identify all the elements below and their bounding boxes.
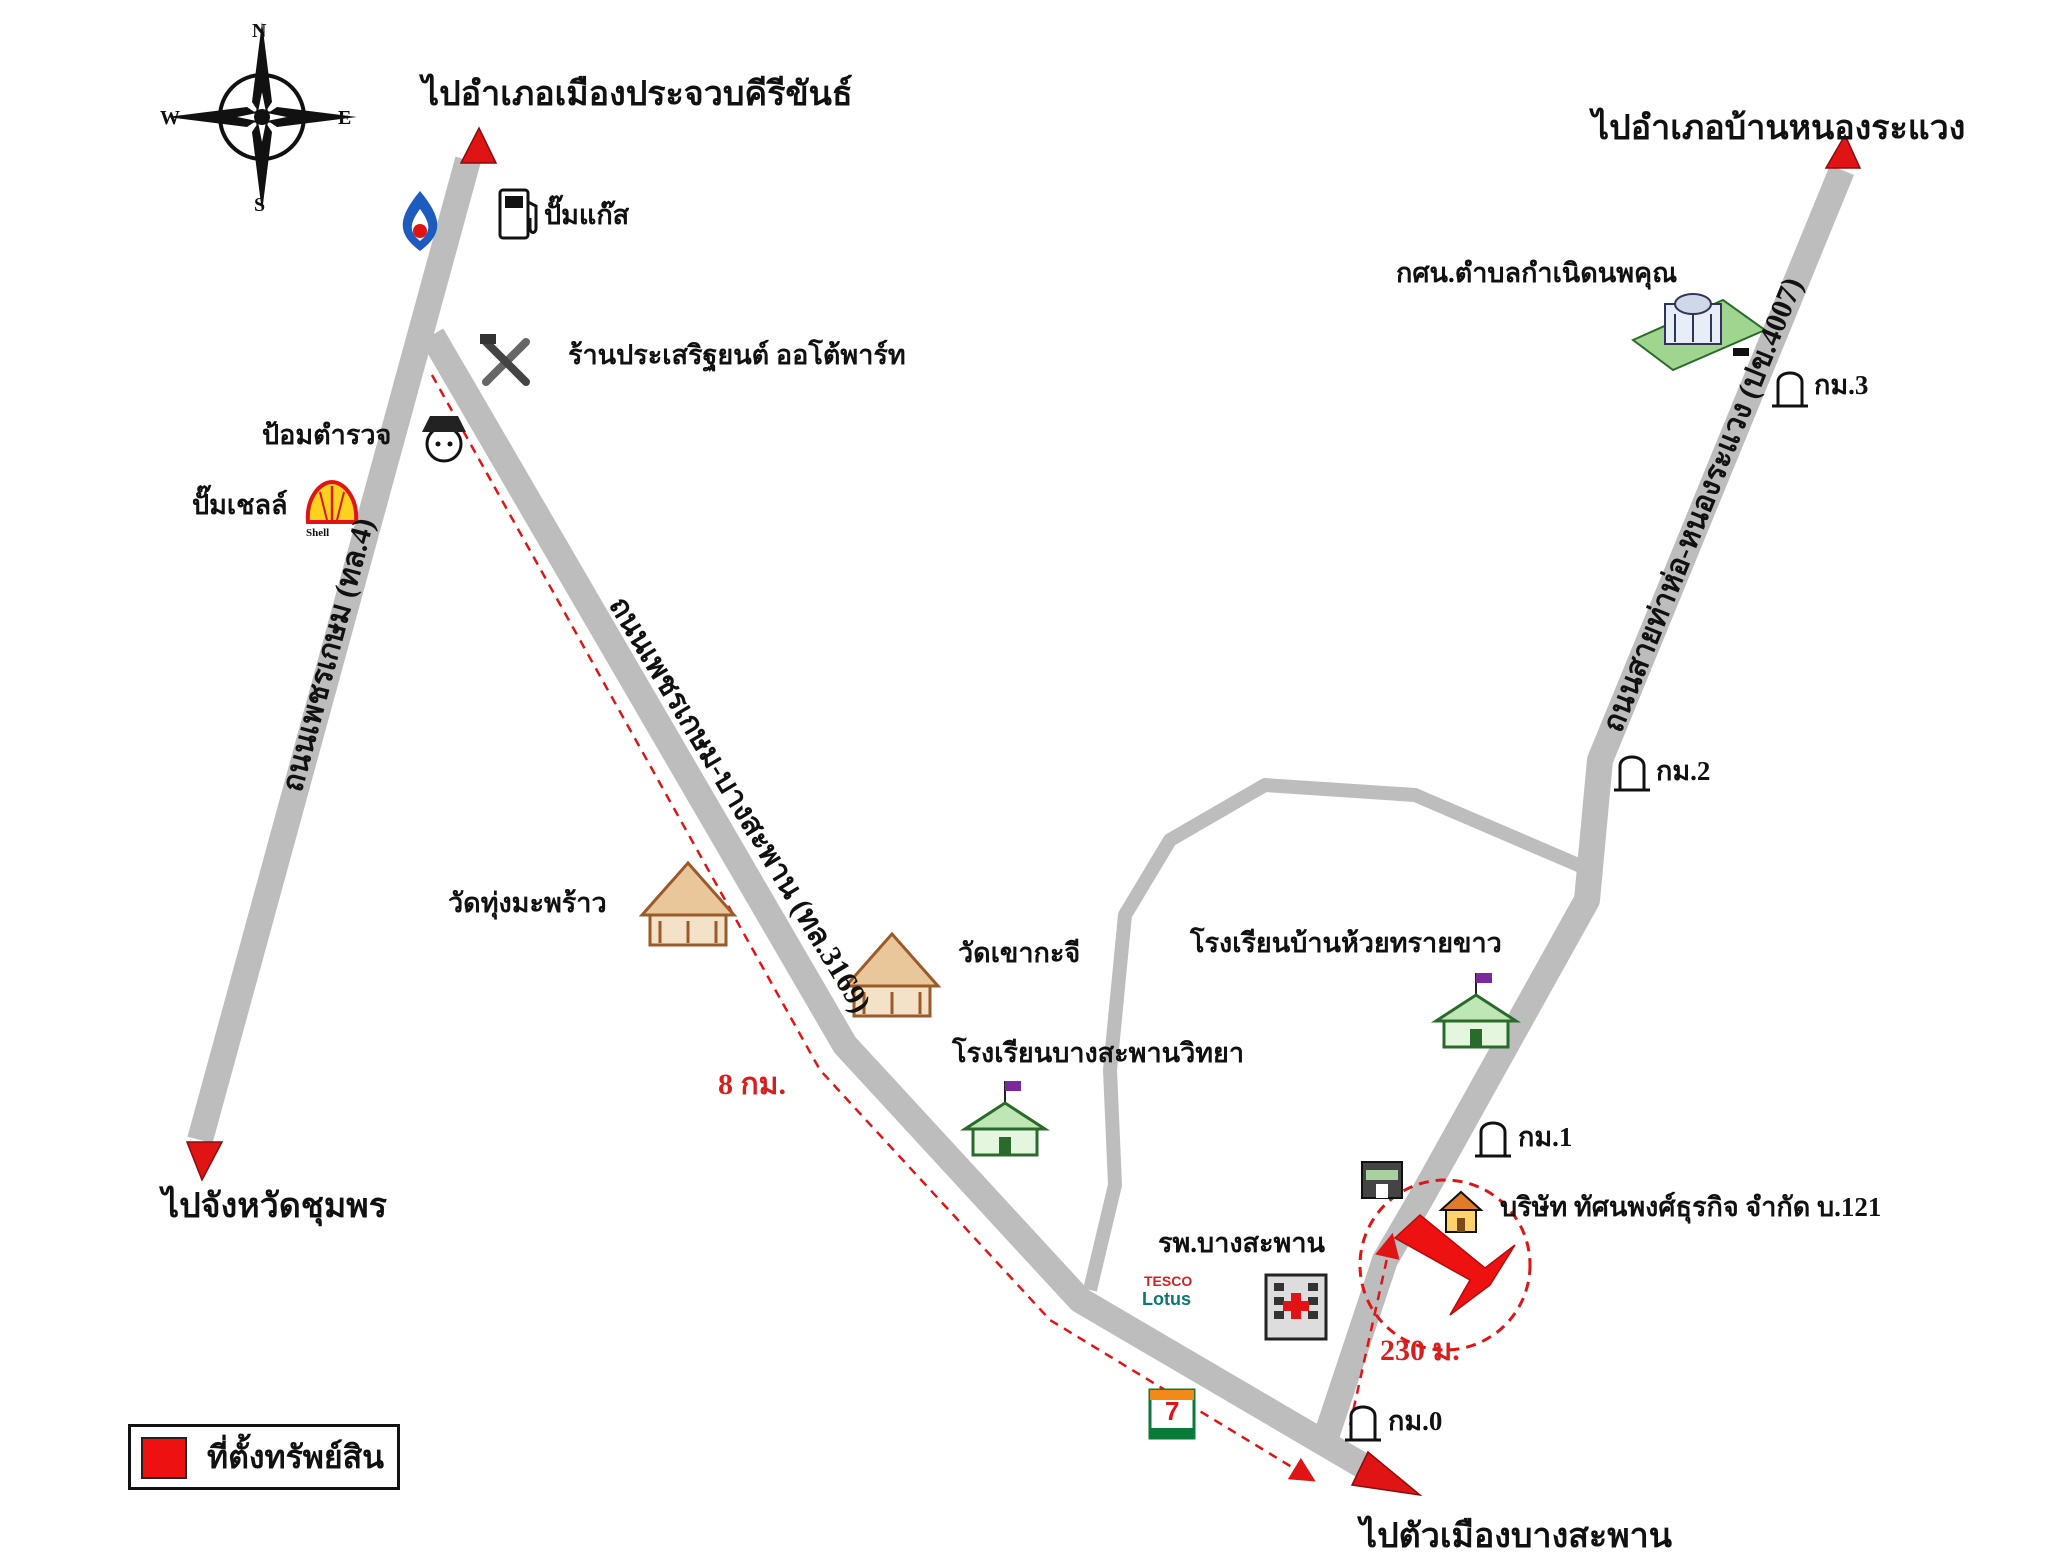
hospital-icon xyxy=(1264,1273,1328,1341)
road-petchkasem xyxy=(187,156,481,1144)
road-arrows xyxy=(185,126,1862,1497)
compass-rose xyxy=(167,22,357,212)
tesco-logo-top: TESCO xyxy=(1144,1273,1193,1289)
school-icon-bangsaphan xyxy=(959,1081,1051,1157)
police-icon xyxy=(422,416,466,463)
dest-north-left: ไปอำเภอเมืองประจวบคีรีขันธ์ xyxy=(422,76,853,113)
dest-south-left: ไปจังหวัดชุมพร xyxy=(162,1188,387,1225)
distance-short: 230 ม. xyxy=(1380,1334,1460,1367)
compass-s: S xyxy=(254,194,266,216)
km-marker-1 xyxy=(1475,1121,1511,1158)
label-police-box: ป้อมตำรวจ xyxy=(262,420,392,450)
label-wat-khao: วัดเขากะจี xyxy=(958,938,1081,968)
roads xyxy=(187,156,1855,1482)
dest-north-right: ไปอำเภอบ้านหนองระแวง xyxy=(1592,110,1966,147)
property-arrow xyxy=(1393,1214,1516,1316)
arrow-south-left xyxy=(185,1141,224,1182)
house-icon xyxy=(1438,1190,1484,1233)
school-icon-huai xyxy=(1430,973,1522,1049)
km-marker-3 xyxy=(1772,371,1808,408)
seven-eleven-icon xyxy=(1148,1388,1196,1440)
label-kshn: กศน.ตำบลกำเนิดนพคุณ xyxy=(1396,258,1678,288)
distance-lines xyxy=(430,374,1400,1482)
property-marker xyxy=(1358,1178,1532,1352)
arrow-north-left xyxy=(459,126,498,164)
arrow-south-bottom xyxy=(1350,1450,1423,1497)
label-km3: กม.3 xyxy=(1814,370,1869,400)
label-gas-pump: ปั๊มแก๊ส xyxy=(544,200,630,230)
label-km2: กม.2 xyxy=(1656,756,1711,786)
label-school-huai: โรงเรียนบ้านห้วยทรายขาว xyxy=(1190,928,1502,958)
label-shell-pump: ปั๊มเชลล์ xyxy=(192,490,288,520)
shell-logo-icon xyxy=(305,479,359,524)
legend-swatch xyxy=(141,1437,187,1479)
temple-icon-khao xyxy=(842,931,942,1018)
compass-w: W xyxy=(160,107,180,129)
temple-icon-thung xyxy=(638,860,738,947)
property-circle xyxy=(1358,1178,1532,1352)
road-3169 xyxy=(420,328,1377,1482)
compass-e: E xyxy=(338,107,352,129)
label-property: บริษัท ทัศนพงศ์ธุรกิจ จำกัด บ.121 xyxy=(1500,1192,1882,1222)
label-wat-thung: วัดทุ่งมะพร้าว xyxy=(448,888,607,918)
tesco-logo-bottom: Lotus xyxy=(1142,1289,1191,1309)
label-shell-word: Shell xyxy=(306,527,330,539)
dest-south-bottom: ไปตัวเมืองบางสะพาน xyxy=(1360,1518,1672,1555)
label-auto-parts: ร้านประเสริฐยนต์ ออโต้พาร์ท xyxy=(568,340,906,370)
tools-icon xyxy=(480,334,530,386)
legend-label: ที่ตั้งทรัพย์สิน xyxy=(207,1439,385,1475)
gas-pump-icon xyxy=(498,188,538,240)
arrow-north-right xyxy=(1824,133,1862,169)
compass-n: N xyxy=(252,20,267,42)
label-hospital: รพ.บางสะพาน xyxy=(1158,1228,1325,1258)
km-marker-0 xyxy=(1345,1405,1381,1442)
legend: ที่ตั้งทรัพย์สิน xyxy=(128,1424,400,1490)
government-building-icon xyxy=(1631,293,1768,372)
seven-eleven-number: 7 xyxy=(1165,1396,1180,1426)
road-4007 xyxy=(1312,165,1855,1445)
label-km0: กม.0 xyxy=(1388,1406,1443,1436)
shop-icon xyxy=(1361,1161,1403,1199)
km-marker-2 xyxy=(1614,755,1650,792)
ptt-logo-icon xyxy=(402,191,438,251)
label-km1: กม.1 xyxy=(1518,1122,1573,1152)
road-loop xyxy=(1083,778,1593,1292)
label-school-bangsaphan: โรงเรียนบางสะพานวิทยา xyxy=(952,1038,1245,1068)
distance-main: 8 กม. xyxy=(718,1068,786,1101)
